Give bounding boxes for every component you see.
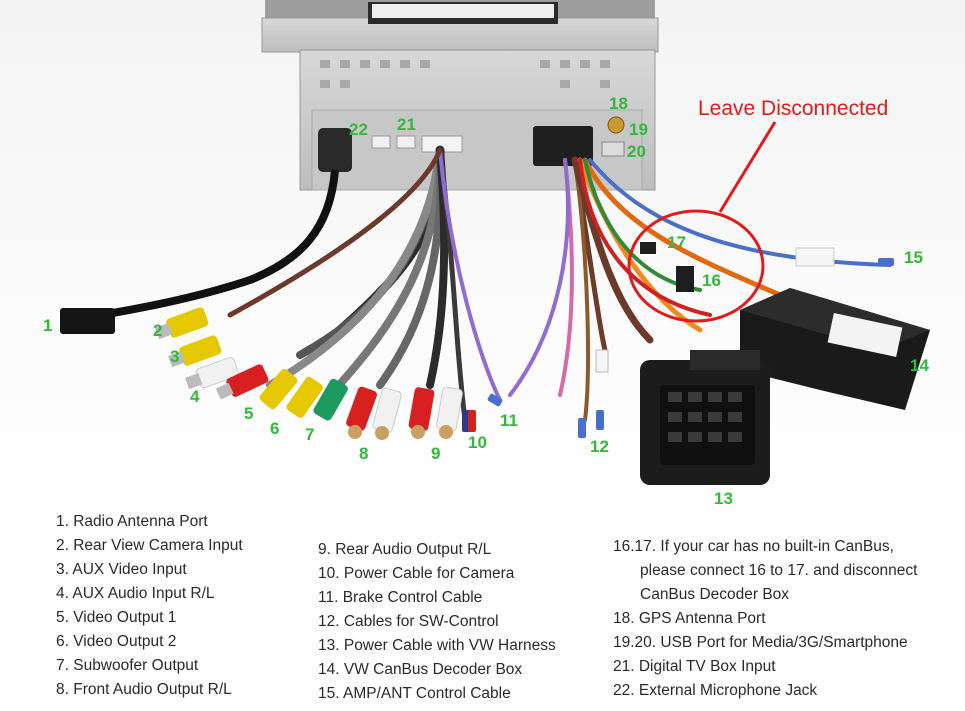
legend-column-3: 16.17. If your car has no built-in CanBu… [613,535,917,703]
label-6: 6 [270,419,280,438]
label-21: 21 [397,115,416,134]
legend-item: 22. External Microphone Jack [613,682,818,699]
legend-item: 8. Front Audio Output R/L [56,681,232,698]
canbus-decoder-box [740,288,930,410]
vw-harness-connector [640,350,770,485]
label-8: 8 [359,444,369,463]
legend-item: 19.20. USB Port for Media/3G/Smartphone [613,634,908,651]
label-2: 2 [153,321,163,340]
rca-plugs [155,307,463,440]
legend-item: 13. Power Cable with VW Harness [318,637,556,654]
legend-item: 9. Rear Audio Output R/L [318,541,492,558]
head-unit-chassis [261,0,659,191]
legend-item: 7. Subwoofer Output [56,657,199,674]
label-18: 18 [609,94,628,113]
leave-disconnected-callout: Leave Disconnected [698,97,889,120]
antenna-plug [60,308,115,334]
label-19: 19 [629,120,648,139]
label-17: 17 [667,233,686,252]
disconnect-callout [627,121,777,323]
legend-item: 1. Radio Antenna Port [56,513,208,530]
legend-item: 16.17. If your car has no built-in CanBu… [613,538,894,555]
legend-item: 12. Cables for SW-Control [318,613,499,630]
label-4: 4 [190,387,200,406]
legend-item-continued: CanBus Decoder Box [640,586,790,603]
label-3: 3 [170,347,180,366]
label-5: 5 [244,404,254,423]
legend-item: 15. AMP/ANT Control Cable [318,685,511,702]
legend-item: 14. VW CanBus Decoder Box [318,661,523,678]
label-16: 16 [702,271,721,290]
legend-item: 18. GPS Antenna Port [613,610,766,627]
legend-item: 10. Power Cable for Camera [318,565,515,582]
wire-tips [462,258,894,438]
label-13: 13 [714,489,733,508]
legend-column-1: 1. Radio Antenna Port 2. Rear View Camer… [56,510,243,702]
label-15: 15 [904,248,923,267]
rca-cable-bundle [227,145,502,423]
label-7: 7 [305,425,315,444]
legend-item: 3. AUX Video Input [56,561,187,578]
legend-item: 2. Rear View Camera Input [56,537,243,554]
label-11: 11 [500,411,518,430]
label-14: 14 [910,356,929,375]
legend-item: 4. AUX Audio Input R/L [56,585,215,602]
label-1: 1 [43,316,53,335]
legend-item: 5. Video Output 1 [56,609,177,626]
legend-item: 11. Brake Control Cable [318,589,483,606]
label-22: 22 [349,120,368,139]
legend-column-2: 9. Rear Audio Output R/L 10. Power Cable… [318,538,556,706]
label-9: 9 [431,444,441,463]
label-10: 10 [468,433,487,452]
wiring-photo [0,0,965,505]
label-12: 12 [590,437,609,456]
label-20: 20 [627,142,646,161]
legend-item-continued: please connect 16 to 17. and disconnect [640,562,918,579]
legend-item: 6. Video Output 2 [56,633,177,650]
legend-item: 21. Digital TV Box Input [613,658,776,675]
antenna-cable [84,169,339,322]
